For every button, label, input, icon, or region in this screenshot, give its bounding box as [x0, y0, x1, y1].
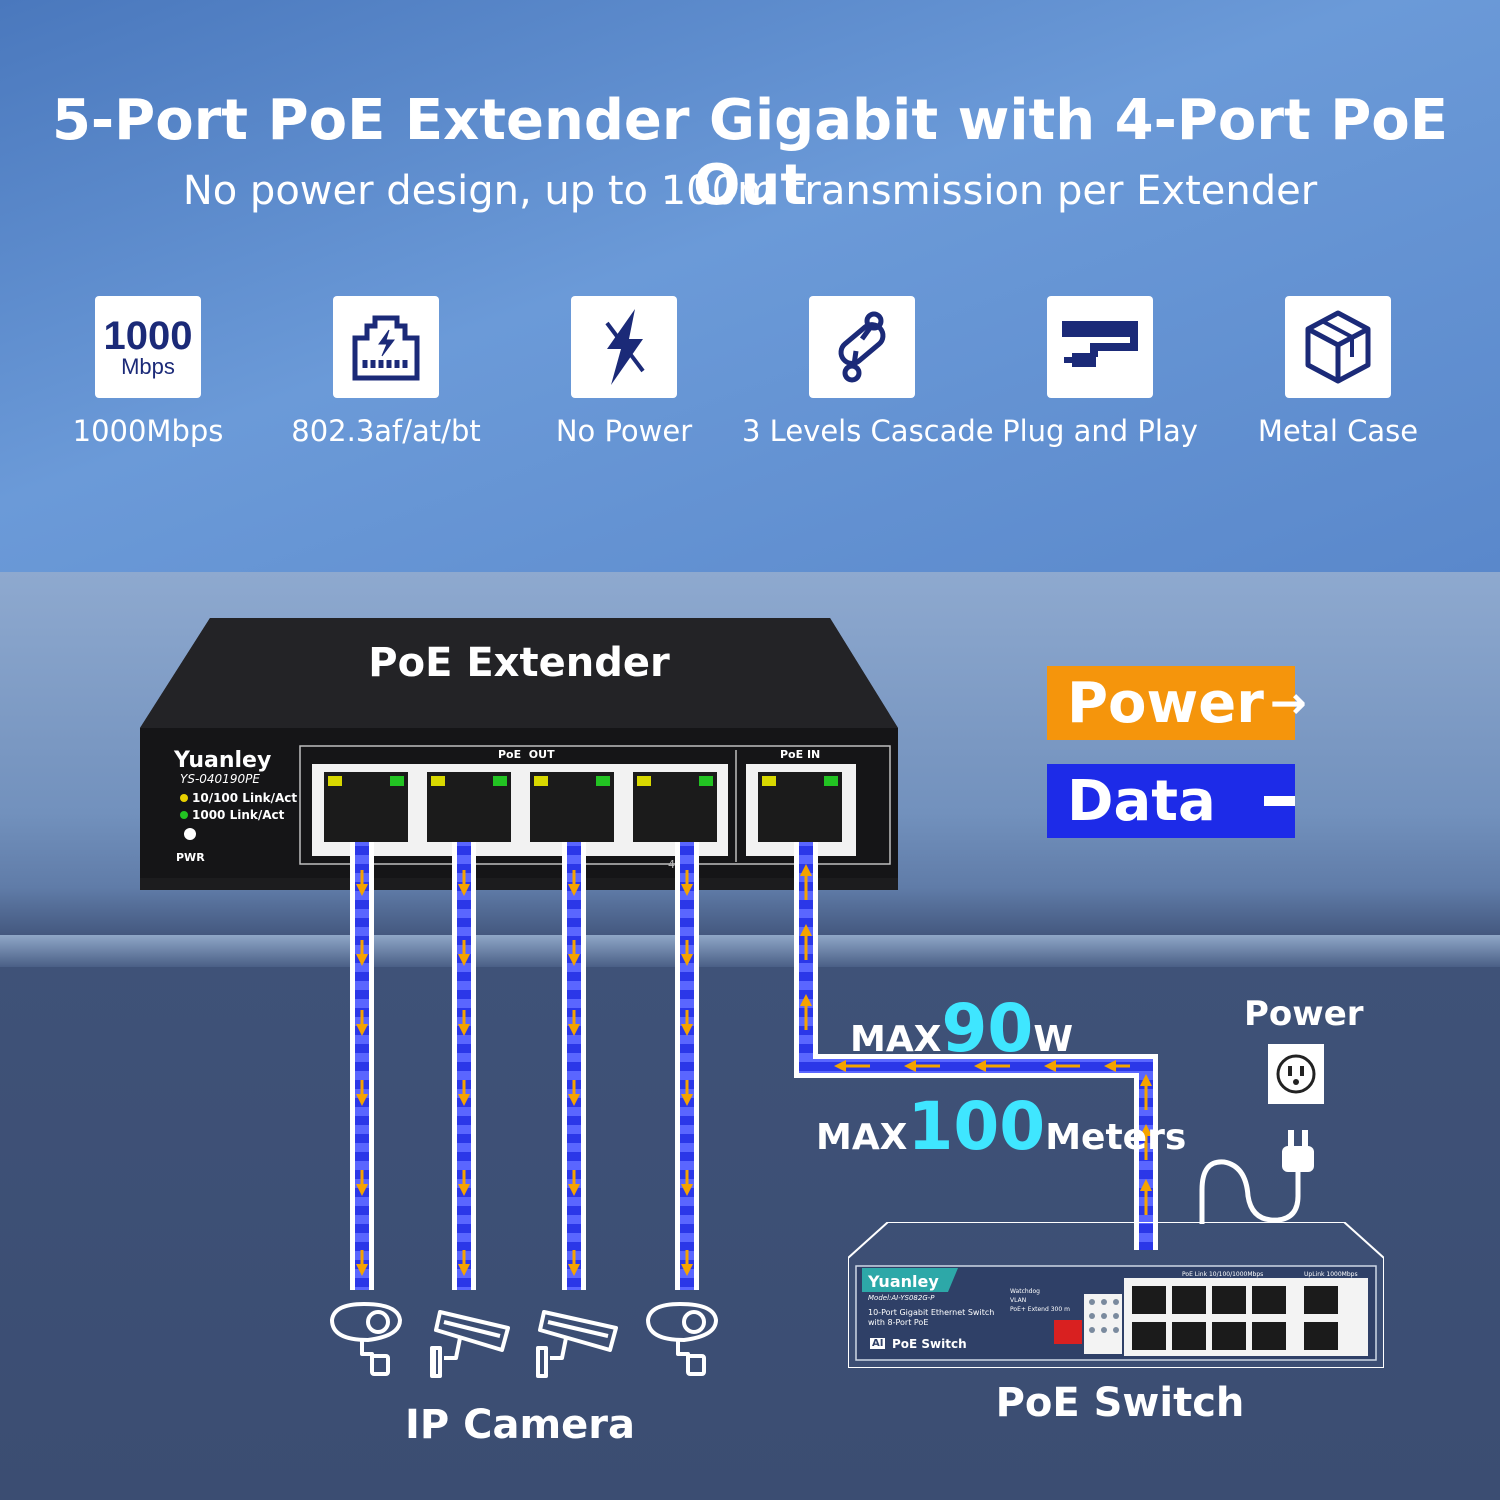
- plug-and-play-icon: [1047, 296, 1153, 398]
- meter-prefix: MAX: [816, 1117, 908, 1158]
- power-label: Power: [1244, 994, 1364, 1034]
- header-banner: [0, 0, 1500, 572]
- metal-cube-icon: [1285, 296, 1391, 398]
- max-watt-readout: MAX90W: [850, 990, 1073, 1067]
- no-power-icon: [571, 296, 677, 398]
- feature-poe-standard: 802.3af/at/bt: [266, 296, 506, 448]
- watt-prefix: MAX: [850, 1019, 942, 1060]
- feature-label: 1000Mbps: [72, 414, 224, 448]
- arrow-right-icon: →: [1269, 677, 1307, 729]
- meter-value: 100: [907, 1088, 1046, 1165]
- switch-watchdog-label: Watchdog: [1010, 1288, 1040, 1295]
- poe-extender-device: PoE Extender Yuanley YS-040190PE 10/100 …: [140, 618, 898, 890]
- feature-metal-case: Metal Case: [1218, 296, 1458, 448]
- legend-data: Data: [1047, 764, 1295, 838]
- switch-description-2: with 8-Port PoE: [868, 1318, 929, 1327]
- switch-description-1: 10-Port Gigabit Ethernet Switch: [868, 1308, 995, 1317]
- legend-power-label: Power: [1067, 670, 1264, 736]
- ip-camera-label: IP Camera: [405, 1402, 635, 1448]
- max-distance-readout: MAX100Meters: [816, 1088, 1186, 1165]
- switch-uplink-label: UpLink 1000Mbps: [1304, 1271, 1358, 1278]
- switch-badge: PoE Switch: [892, 1337, 967, 1351]
- switch-model: Model:AI-YS082G-P: [868, 1294, 935, 1302]
- ip-camera-icon: [644, 1300, 720, 1384]
- extender-brand: Yuanley: [174, 748, 272, 773]
- poe-in-label: PoE IN: [774, 748, 827, 761]
- feature-label: 3 Levels Cascade: [742, 414, 994, 448]
- feature-speed: 1000 Mbps 1000Mbps: [28, 296, 268, 448]
- ethernet-power-icon: [333, 296, 439, 398]
- switch-vlan-label: VLAN: [1010, 1297, 1027, 1304]
- ip-camera-icon: [430, 1300, 514, 1384]
- page-subtitle: No power design, up to 100m transmission…: [182, 168, 1318, 214]
- feature-label: Metal Case: [1257, 414, 1419, 448]
- legend-power: Power →: [1047, 666, 1307, 740]
- cascade-chain-icon: [809, 296, 915, 398]
- feature-label: No Power: [555, 414, 693, 448]
- switch-ai-badge: AI: [870, 1338, 886, 1349]
- speed-icon-number: 1000: [103, 314, 193, 358]
- extender-title: PoE Extender: [368, 640, 670, 686]
- feature-no-power: No Power: [504, 296, 744, 448]
- feature-cascade: 3 Levels Cascade: [742, 296, 994, 448]
- speed-icon-unit: Mbps: [121, 354, 175, 379]
- dash-line-icon: [1263, 796, 1295, 806]
- extender-led-label-1: 10/100 Link/Act: [192, 791, 298, 805]
- power-outlet-icon: [1268, 1044, 1324, 1104]
- extender-led-label-2: 1000 Link/Act: [192, 808, 285, 822]
- meter-unit: Meters: [1045, 1117, 1187, 1158]
- ip-camera-icon: [536, 1300, 620, 1384]
- poe-switch-label: PoE Switch: [995, 1380, 1245, 1426]
- switch-brand: Yuanley: [868, 1272, 939, 1291]
- poe-switch-device: Yuanley Model:AI-YS082G-P 10-Port Gigabi…: [848, 1222, 1384, 1368]
- feature-label: Plug and Play: [1002, 414, 1198, 448]
- legend-data-label: Data: [1067, 768, 1216, 834]
- feature-label: 802.3af/at/bt: [291, 414, 481, 448]
- table-edge: [0, 935, 1500, 967]
- extender-model: YS-040190PE: [180, 772, 260, 786]
- feature-plug-play: Plug and Play: [980, 296, 1220, 448]
- watt-value: 90: [941, 990, 1034, 1067]
- extender-pwr-label: PWR: [176, 851, 205, 864]
- switch-poe-link-label: PoE Link 10/100/1000Mbps: [1182, 1271, 1264, 1278]
- poe-out-label: PoE OUT: [492, 748, 561, 761]
- switch-extend-label: PoE+ Extend 300 m: [1010, 1306, 1070, 1313]
- port-number: 4: [668, 858, 675, 871]
- speed-1000mbps-icon: 1000 Mbps: [95, 296, 201, 398]
- ip-camera-icon: [328, 1300, 404, 1384]
- watt-unit: W: [1033, 1019, 1074, 1060]
- page-title: 5-Port PoE Extender Gigabit with 4-Port …: [51, 88, 1449, 218]
